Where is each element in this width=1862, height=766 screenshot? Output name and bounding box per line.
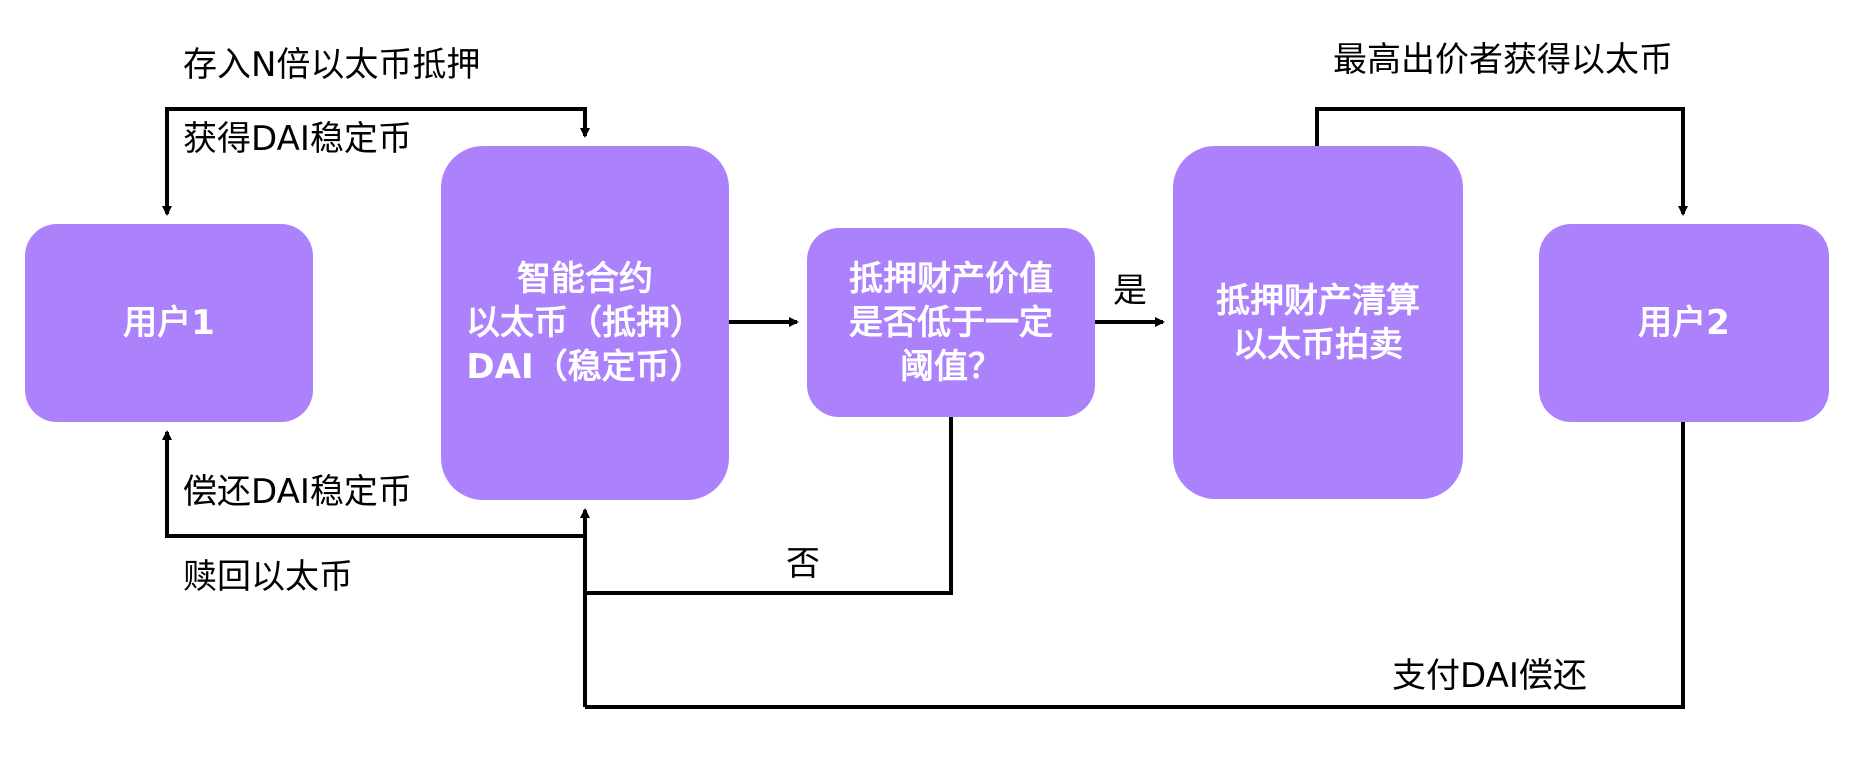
label-redeem-eth: 赎回以太币 (183, 557, 353, 597)
node-liquidation-label: 抵押财产清算 以太币拍卖 (1216, 280, 1420, 365)
node-smart-contract-label: 智能合约 以太币（抵押） DAI（稳定币） (466, 259, 704, 387)
edge-repay-redeem (162, 430, 585, 538)
edge-user2-pay (585, 422, 1685, 709)
node-smart-contract[interactable]: 智能合约 以太币（抵押） DAI（稳定币） (441, 146, 729, 500)
label-receive-dai: 获得DAI稳定币 (183, 119, 412, 159)
node-decision-label: 抵押财产价值 是否低于一定 阈值？ (849, 258, 1053, 387)
node-user2-label: 用户2 (1638, 303, 1730, 343)
label-deposit: 存入N倍以太币抵押 (183, 45, 481, 85)
edge-liquidation-to-user2 (1315, 107, 1688, 216)
node-user1-label: 用户1 (123, 303, 215, 343)
label-pay-dai: 支付DAI偿还 (1392, 656, 1587, 696)
edge-decision-no (585, 417, 953, 595)
node-user2[interactable]: 用户2 (1539, 224, 1829, 422)
label-repay-dai: 偿还DAI稳定币 (183, 472, 412, 512)
node-decision[interactable]: 抵押财产价值 是否低于一定 阈值？ (807, 228, 1095, 417)
node-liquidation[interactable]: 抵押财产清算 以太币拍卖 (1173, 146, 1463, 499)
node-user1[interactable]: 用户1 (25, 224, 313, 422)
label-yes: 是 (1113, 271, 1147, 311)
label-no: 否 (786, 544, 820, 584)
label-highest-bidder: 最高出价者获得以太币 (1333, 40, 1673, 80)
